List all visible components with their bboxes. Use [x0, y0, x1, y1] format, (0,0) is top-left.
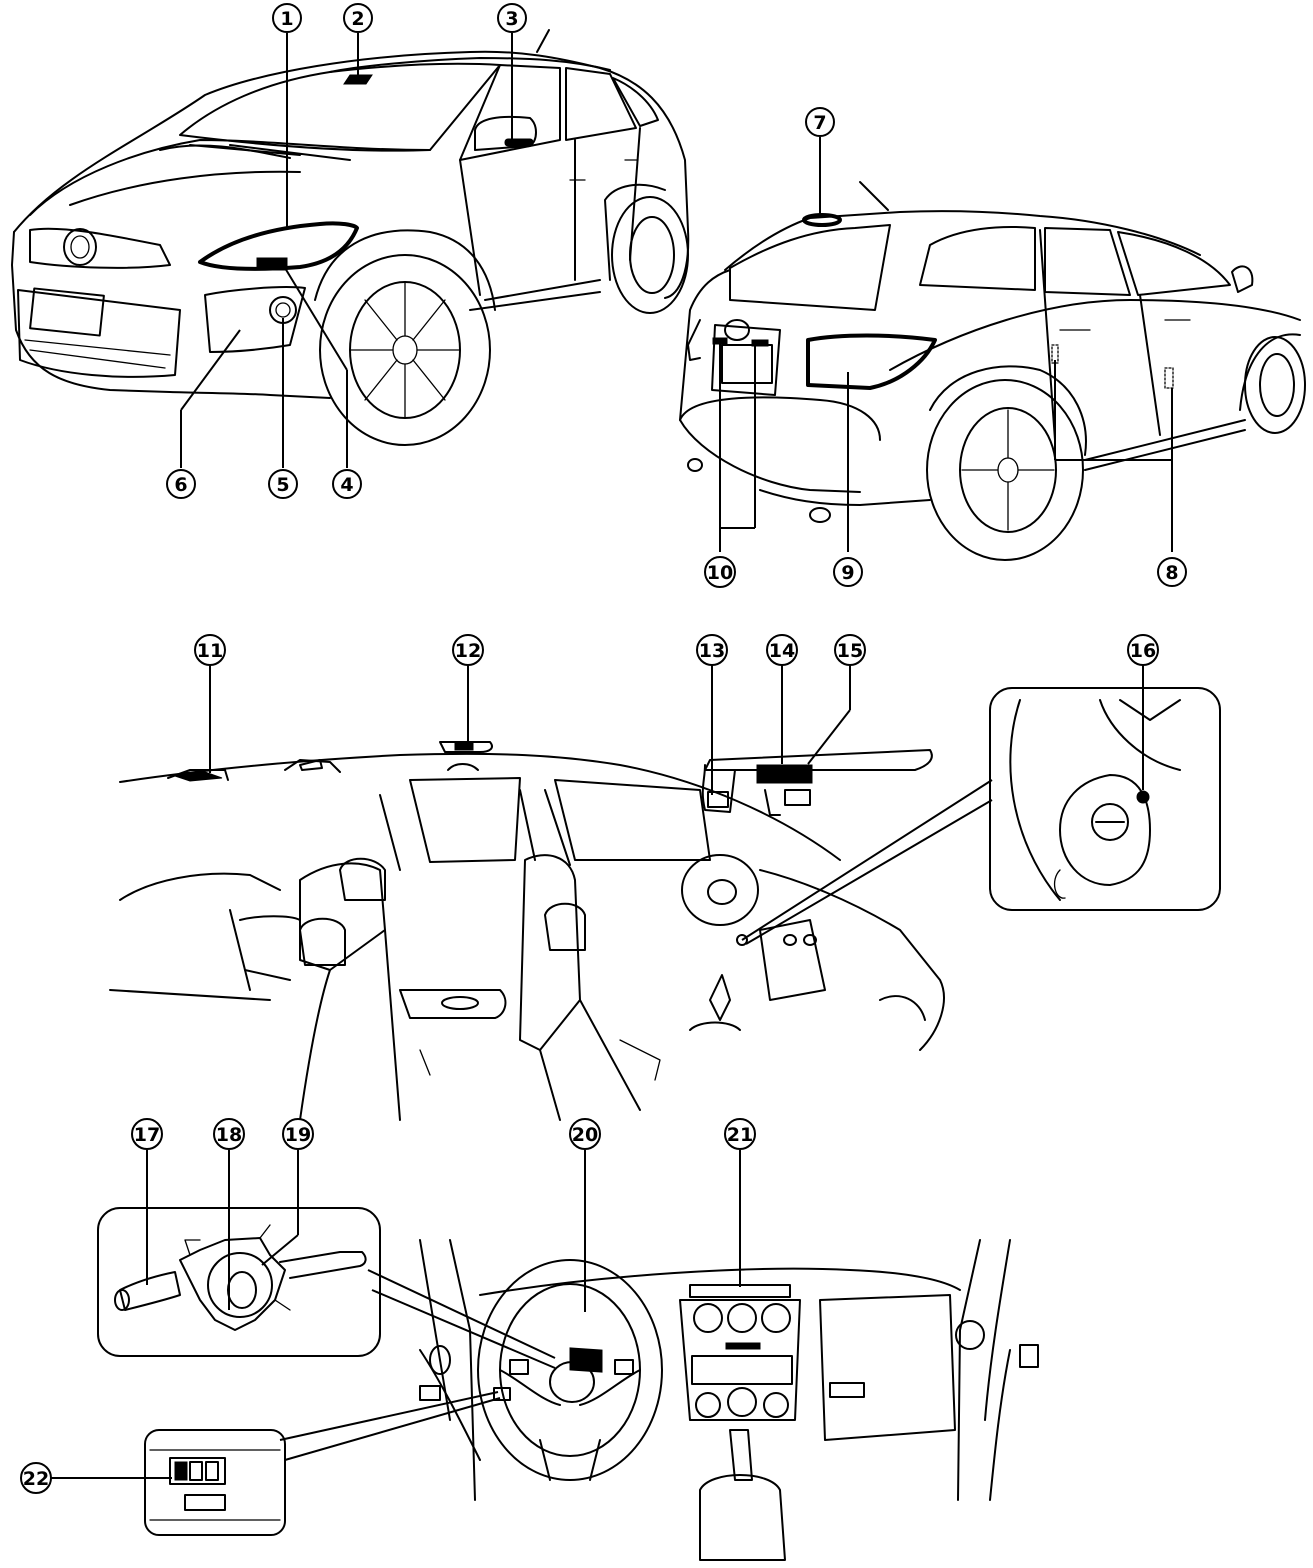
callout-circle	[166, 469, 196, 499]
callout-5: 5	[268, 469, 298, 499]
callout-17: 17	[131, 1118, 163, 1150]
key-cylinder-inset	[989, 687, 1221, 911]
callout-number: 7	[813, 112, 826, 134]
callout-19: 19	[282, 1118, 314, 1150]
callout-number: 11	[197, 640, 223, 662]
front-car-illustration	[11, 29, 690, 446]
callout-6: 6	[166, 469, 196, 499]
callout-15: 15	[834, 634, 866, 666]
callout-circle	[696, 634, 728, 666]
callout-circle	[131, 1118, 163, 1150]
callout-number: 2	[351, 8, 364, 30]
callout-circle	[268, 469, 298, 499]
callout-16: 16	[1127, 634, 1159, 666]
callout-circle	[497, 3, 527, 33]
callout-number: 6	[174, 474, 187, 496]
callout-number: 5	[276, 474, 289, 496]
callout-number: 13	[699, 640, 725, 662]
callout-number: 15	[837, 640, 863, 662]
callout-circle	[282, 1118, 314, 1150]
callout-circle	[724, 1118, 756, 1150]
callout-circle	[272, 3, 302, 33]
callout-circle	[833, 557, 863, 587]
rear-car-illustration	[679, 181, 1306, 561]
callout-circle	[805, 107, 835, 137]
callout-number: 9	[841, 562, 854, 584]
callout-number: 19	[285, 1124, 311, 1146]
callout-13: 13	[696, 634, 728, 666]
callout-1: 1	[272, 3, 302, 33]
callout-2: 2	[343, 3, 373, 33]
callout-4: 4	[332, 469, 362, 499]
callout-number: 10	[707, 562, 733, 584]
callout-22: 22	[20, 1462, 52, 1494]
callout-circle	[1157, 557, 1187, 587]
callout-number: 22	[23, 1468, 49, 1490]
callout-number: 12	[455, 640, 481, 662]
callout-number: 16	[1130, 640, 1156, 662]
interior-leaders	[209, 665, 1144, 945]
callout-number: 20	[572, 1124, 598, 1146]
callout-12: 12	[452, 634, 484, 666]
callout-circle	[704, 556, 736, 588]
callout-7: 7	[805, 107, 835, 137]
callout-number: 3	[505, 8, 518, 30]
panel-switch-inset	[144, 1429, 286, 1536]
callout-11: 11	[194, 634, 226, 666]
callout-circle	[332, 469, 362, 499]
interior-illustration	[109, 741, 945, 1121]
dashboard-leaders	[50, 1150, 741, 1479]
rear-car-leaders	[719, 137, 1173, 552]
callout-number: 18	[216, 1124, 242, 1146]
callout-circle	[766, 634, 798, 666]
dashboard-illustration	[419, 1239, 1039, 1561]
callout-18: 18	[213, 1118, 245, 1150]
callout-10: 10	[704, 556, 736, 588]
callout-circle	[213, 1118, 245, 1150]
callout-circle	[834, 634, 866, 666]
callout-circle	[569, 1118, 601, 1150]
callout-9: 9	[833, 557, 863, 587]
callout-circle	[20, 1462, 52, 1494]
callout-number: 4	[340, 474, 353, 496]
callout-number: 14	[769, 640, 795, 662]
callout-3: 3	[497, 3, 527, 33]
callout-number: 8	[1165, 562, 1178, 584]
combination-switch-inset	[97, 1207, 381, 1357]
callout-14: 14	[766, 634, 798, 666]
callout-number: 17	[134, 1124, 160, 1146]
callout-number: 1	[280, 8, 293, 30]
front-car-leaders	[180, 33, 513, 468]
callout-20: 20	[569, 1118, 601, 1150]
callout-circle	[1127, 634, 1159, 666]
callout-8: 8	[1157, 557, 1187, 587]
callout-21: 21	[724, 1118, 756, 1150]
callout-circle	[194, 634, 226, 666]
callout-circle	[343, 3, 373, 33]
callout-circle	[452, 634, 484, 666]
callout-number: 21	[727, 1124, 753, 1146]
